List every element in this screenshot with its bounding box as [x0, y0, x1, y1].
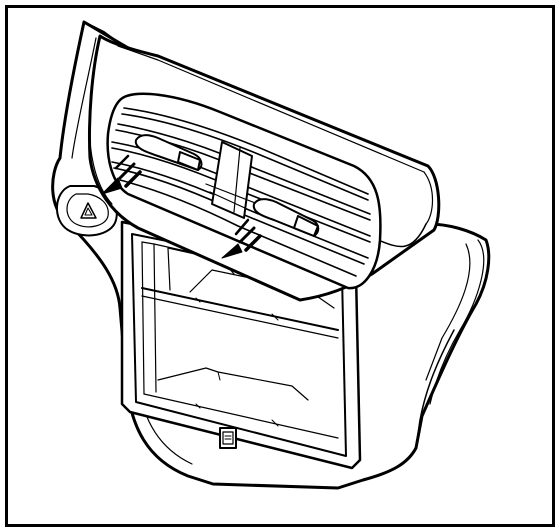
hazard-triangle-inner-icon — [84, 207, 93, 216]
hazard-triangle-icon — [80, 202, 97, 219]
arrow-right-stripe-3 — [244, 234, 262, 252]
bezel-right-contour-2 — [429, 239, 485, 405]
pocket-button-face — [222, 431, 234, 445]
opening-lower-depth — [143, 393, 339, 439]
louver-1b — [121, 113, 369, 201]
pocket-button-icon — [224, 435, 232, 440]
vent-center-divider-x — [205, 183, 259, 215]
bezel-right-contour — [425, 243, 471, 381]
arrow-left-stripe-2 — [118, 162, 136, 180]
vent-center-divider — [211, 141, 253, 219]
hazard-housing-inner — [66, 193, 109, 228]
opening-mid-tick — [195, 297, 279, 321]
opening-shelf-bottom — [141, 295, 339, 339]
opening-back-wall — [167, 247, 171, 291]
bezel-left-contour — [71, 37, 97, 159]
arrow-right-stripe-2 — [238, 226, 256, 244]
vent-knob-left — [134, 134, 203, 171]
arrow-left-stripe-1 — [114, 154, 130, 170]
vent-housing-right — [423, 171, 434, 225]
opening-shelf-top — [141, 287, 339, 331]
louver-1 — [123, 107, 369, 195]
opening-depth-left — [141, 241, 145, 395]
vent-knob-right — [252, 198, 320, 237]
opening-lower-inner-2 — [217, 371, 221, 381]
arrow-right-icon — [221, 218, 262, 259]
vent-housing-rear — [89, 117, 113, 205]
figure-frame — [5, 5, 555, 527]
removal-arrows — [101, 154, 262, 259]
bezel-right-flange — [415, 329, 455, 449]
pocket-button-housing — [219, 427, 237, 449]
arrow-left-stripe-3 — [124, 170, 142, 188]
arrow-left-head — [101, 177, 123, 195]
arrow-left-icon — [101, 154, 142, 195]
dash-kit-illustration — [51, 20, 491, 490]
vent-knob-right-tip — [293, 215, 319, 237]
opening-depth-left-2 — [153, 243, 157, 393]
louver-5 — [119, 179, 357, 277]
pocket-button — [219, 427, 237, 449]
opening-low-tick — [195, 403, 279, 427]
vent-housing-top — [117, 45, 425, 173]
vent-knob-left-tip — [177, 151, 201, 171]
vent-center-divider-edge — [233, 147, 241, 213]
arrow-right-head — [221, 243, 243, 259]
air-vent — [87, 34, 441, 302]
arrow-right-stripe-1 — [234, 218, 250, 236]
